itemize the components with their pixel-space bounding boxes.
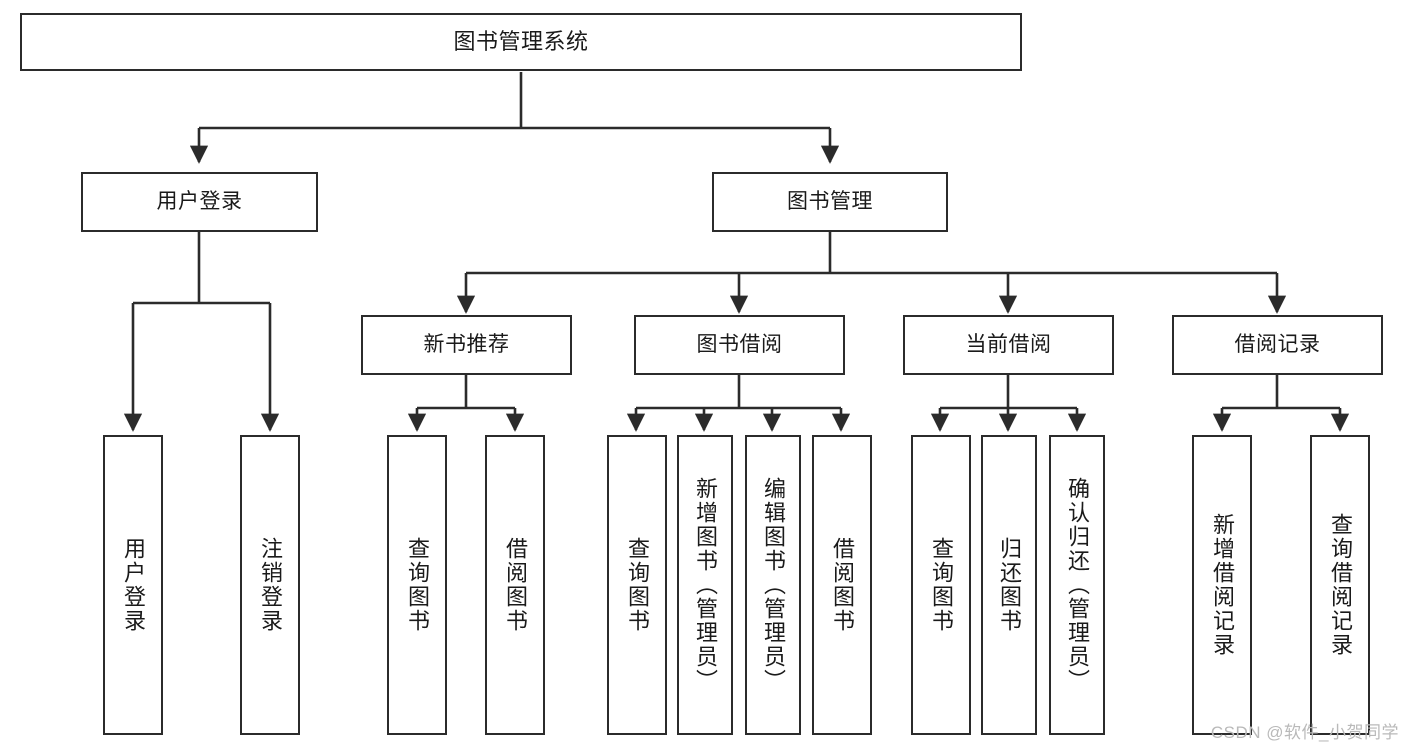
node-borrow-record[interactable]: 借阅记录 (1172, 315, 1383, 375)
node-user-login[interactable]: 用户登录 (81, 172, 318, 232)
leaf-user-login-signout[interactable]: 注销登录 (240, 435, 300, 735)
node-current-borrow[interactable]: 当前借阅 (903, 315, 1114, 375)
node-label: 确认归还（管理员） (1064, 477, 1090, 693)
node-label: 查询借阅记录 (1327, 513, 1353, 657)
node-label: 编辑图书（管理员） (760, 477, 786, 693)
leaf-user-login-signin[interactable]: 用户登录 (103, 435, 163, 735)
node-label: 注销登录 (257, 537, 283, 633)
node-book-borrow[interactable]: 图书借阅 (634, 315, 845, 375)
leaf-new-book-query[interactable]: 查询图书 (387, 435, 447, 735)
leaf-borrow-borrow-book[interactable]: 借阅图书 (812, 435, 872, 735)
leaf-current-return-book[interactable]: 归还图书 (981, 435, 1037, 735)
leaf-record-add-record[interactable]: 新增借阅记录 (1192, 435, 1252, 735)
node-label: 新增图书（管理员） (692, 477, 718, 693)
node-label: 当前借阅 (965, 333, 1052, 357)
node-label: 查询图书 (928, 537, 954, 633)
node-label: 新书推荐 (423, 333, 510, 357)
node-label: 图书管理 (787, 190, 873, 214)
node-label: 图书借阅 (696, 333, 783, 357)
node-label: 归还图书 (996, 537, 1022, 633)
node-label: 借阅图书 (502, 537, 528, 633)
node-label: 用户登录 (156, 190, 243, 214)
node-label: 借阅记录 (1234, 333, 1321, 357)
node-book-management[interactable]: 图书管理 (712, 172, 948, 232)
node-label: 查询图书 (404, 537, 430, 633)
node-new-book-recommend[interactable]: 新书推荐 (361, 315, 572, 375)
leaf-new-book-borrow[interactable]: 借阅图书 (485, 435, 545, 735)
node-label: 借阅图书 (829, 537, 855, 633)
node-label: 图书管理系统 (453, 28, 589, 54)
csdn-watermark: CSDN @软件_小贺同学 (1210, 723, 1399, 742)
leaf-current-confirm-return[interactable]: 确认归还（管理员） (1049, 435, 1105, 735)
node-root-system[interactable]: 图书管理系统 (20, 13, 1022, 71)
leaf-current-query-book[interactable]: 查询图书 (911, 435, 971, 735)
node-label: 查询图书 (624, 537, 650, 633)
node-label: 用户登录 (120, 537, 146, 633)
leaf-borrow-query-book[interactable]: 查询图书 (607, 435, 667, 735)
leaf-borrow-add-book[interactable]: 新增图书（管理员） (677, 435, 733, 735)
leaf-record-query-record[interactable]: 查询借阅记录 (1310, 435, 1370, 735)
node-label: 新增借阅记录 (1209, 513, 1235, 657)
leaf-borrow-edit-book[interactable]: 编辑图书（管理员） (745, 435, 801, 735)
